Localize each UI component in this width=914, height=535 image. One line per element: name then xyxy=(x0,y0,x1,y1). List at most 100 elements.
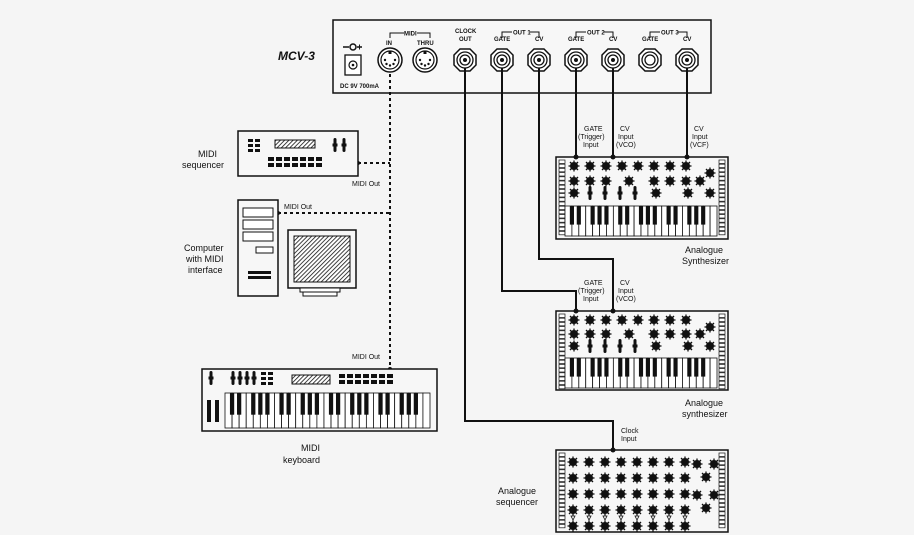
side-panel-segment xyxy=(558,507,566,512)
knob-icon xyxy=(622,327,636,341)
black-key xyxy=(314,393,320,415)
side-panel-segment xyxy=(718,317,726,322)
step-led-icon xyxy=(570,522,576,528)
side-panel-segment xyxy=(718,326,726,331)
black-key xyxy=(350,393,355,415)
side-panel-segment xyxy=(718,507,726,512)
black-key xyxy=(638,358,644,377)
black-key xyxy=(666,358,671,377)
knob-icon xyxy=(707,488,721,502)
side-panel-segment xyxy=(718,376,726,381)
computer-label-3: interface xyxy=(188,265,223,275)
knob-icon xyxy=(630,519,644,533)
wire-clock-to-sequencer xyxy=(464,68,614,450)
out1-gate-label: GATE xyxy=(494,37,510,43)
side-panel-segment xyxy=(718,172,726,177)
synth2-gate-input[interactable] xyxy=(573,308,579,314)
midi-keyboard-device: MIDI keyboard MIDI Out xyxy=(201,354,438,465)
black-key xyxy=(687,206,692,225)
black-key xyxy=(335,393,341,415)
side-panel-segment xyxy=(718,477,726,482)
side-panel-segment xyxy=(558,519,566,524)
knob-icon xyxy=(566,471,580,485)
out3-cv-label: CV xyxy=(683,37,691,43)
side-panel-segment xyxy=(558,486,566,491)
step-led-icon xyxy=(570,515,576,521)
side-panel-segment xyxy=(558,189,566,194)
side-panel-segment xyxy=(558,351,566,356)
mcv3-title: MCV-3 xyxy=(278,49,315,63)
sequencer-label-1: Analogue xyxy=(498,486,536,496)
black-key xyxy=(385,393,390,415)
computer-port-label: MIDI Out xyxy=(284,204,312,211)
step-led-icon xyxy=(650,522,656,528)
midi-wires xyxy=(276,74,392,371)
midi-keyboard-keys xyxy=(224,392,431,429)
knob-icon xyxy=(690,488,704,502)
synth2-gate-label-3: Input xyxy=(583,296,599,303)
black-key xyxy=(701,206,706,225)
midi-keyboard-port-label: MIDI Out xyxy=(352,354,380,361)
side-panel-segment xyxy=(718,205,726,210)
knob-icon xyxy=(582,471,596,485)
side-panel-segment xyxy=(718,469,726,474)
knob-icon xyxy=(630,487,644,501)
side-panel-segment xyxy=(558,205,566,210)
out3-label: OUT 3 xyxy=(661,31,679,37)
side-panel-segment xyxy=(718,180,726,185)
side-panel-segment xyxy=(718,343,726,348)
synth2-cv-vco-input[interactable] xyxy=(610,308,616,314)
knob-icon xyxy=(614,487,628,501)
synth2-gate-label-1: GATE xyxy=(584,280,603,287)
analogue-synthesizer-1: GATE (Trigger) Input CV Input (VCO) CV I… xyxy=(555,126,729,266)
knob-icon xyxy=(567,339,581,353)
midi-in-port[interactable] xyxy=(377,47,403,73)
synth2-gate-label-2: (Trigger) xyxy=(578,288,605,295)
knob-icon xyxy=(703,339,717,353)
synth2-label-2: synthesizer xyxy=(682,409,728,419)
midi-in-label: IN xyxy=(386,41,392,47)
sequencer-clock-input[interactable] xyxy=(610,447,616,453)
knob-icon xyxy=(614,503,628,517)
side-panel-segment xyxy=(718,364,726,369)
knob-icon xyxy=(582,519,596,533)
midi-sequencer-label-2: sequencer xyxy=(182,160,224,170)
knob-icon xyxy=(681,186,695,200)
black-key xyxy=(307,393,312,415)
side-panel-segment xyxy=(718,486,726,491)
black-key xyxy=(279,393,284,415)
knob-icon xyxy=(614,471,628,485)
midi-port-group: MIDI IN THRU xyxy=(377,32,438,73)
side-panel-segment xyxy=(718,351,726,356)
step-led-icon xyxy=(602,522,608,528)
knob-icon xyxy=(703,186,717,200)
monitor xyxy=(287,229,357,297)
black-key xyxy=(576,206,581,225)
synth1-cv-vcf-input[interactable] xyxy=(684,154,690,160)
black-key xyxy=(694,358,699,377)
black-key xyxy=(399,393,404,415)
out3-gate-jack[interactable] xyxy=(638,48,662,72)
side-panel-segment xyxy=(558,359,566,364)
side-panel-segment xyxy=(718,214,726,219)
side-panel-segment xyxy=(558,184,566,189)
synth1-gate-input[interactable] xyxy=(573,154,579,160)
side-panel-segment xyxy=(558,338,566,343)
synth1-cv-vco-input[interactable] xyxy=(610,154,616,160)
knob-icon xyxy=(566,455,580,469)
synth1-keys xyxy=(564,205,718,237)
knob-icon xyxy=(646,455,660,469)
knob-icon xyxy=(649,186,663,200)
side-panel-segment xyxy=(718,313,726,318)
midi-thru-port[interactable] xyxy=(412,47,438,73)
sequencer-clock-label-2: Input xyxy=(621,436,637,443)
analogue-sequencer-device: Clock Input Analogue sequencer xyxy=(496,428,729,533)
step-led-icon xyxy=(634,515,640,521)
side-panel-segment xyxy=(718,201,726,206)
side-panel-segment xyxy=(718,368,726,373)
side-panel-segment xyxy=(558,197,566,202)
side-panel-segment xyxy=(558,218,566,223)
side-panel-segment xyxy=(718,176,726,181)
side-panel-segment xyxy=(558,385,566,390)
side-panel-segment xyxy=(558,330,566,335)
